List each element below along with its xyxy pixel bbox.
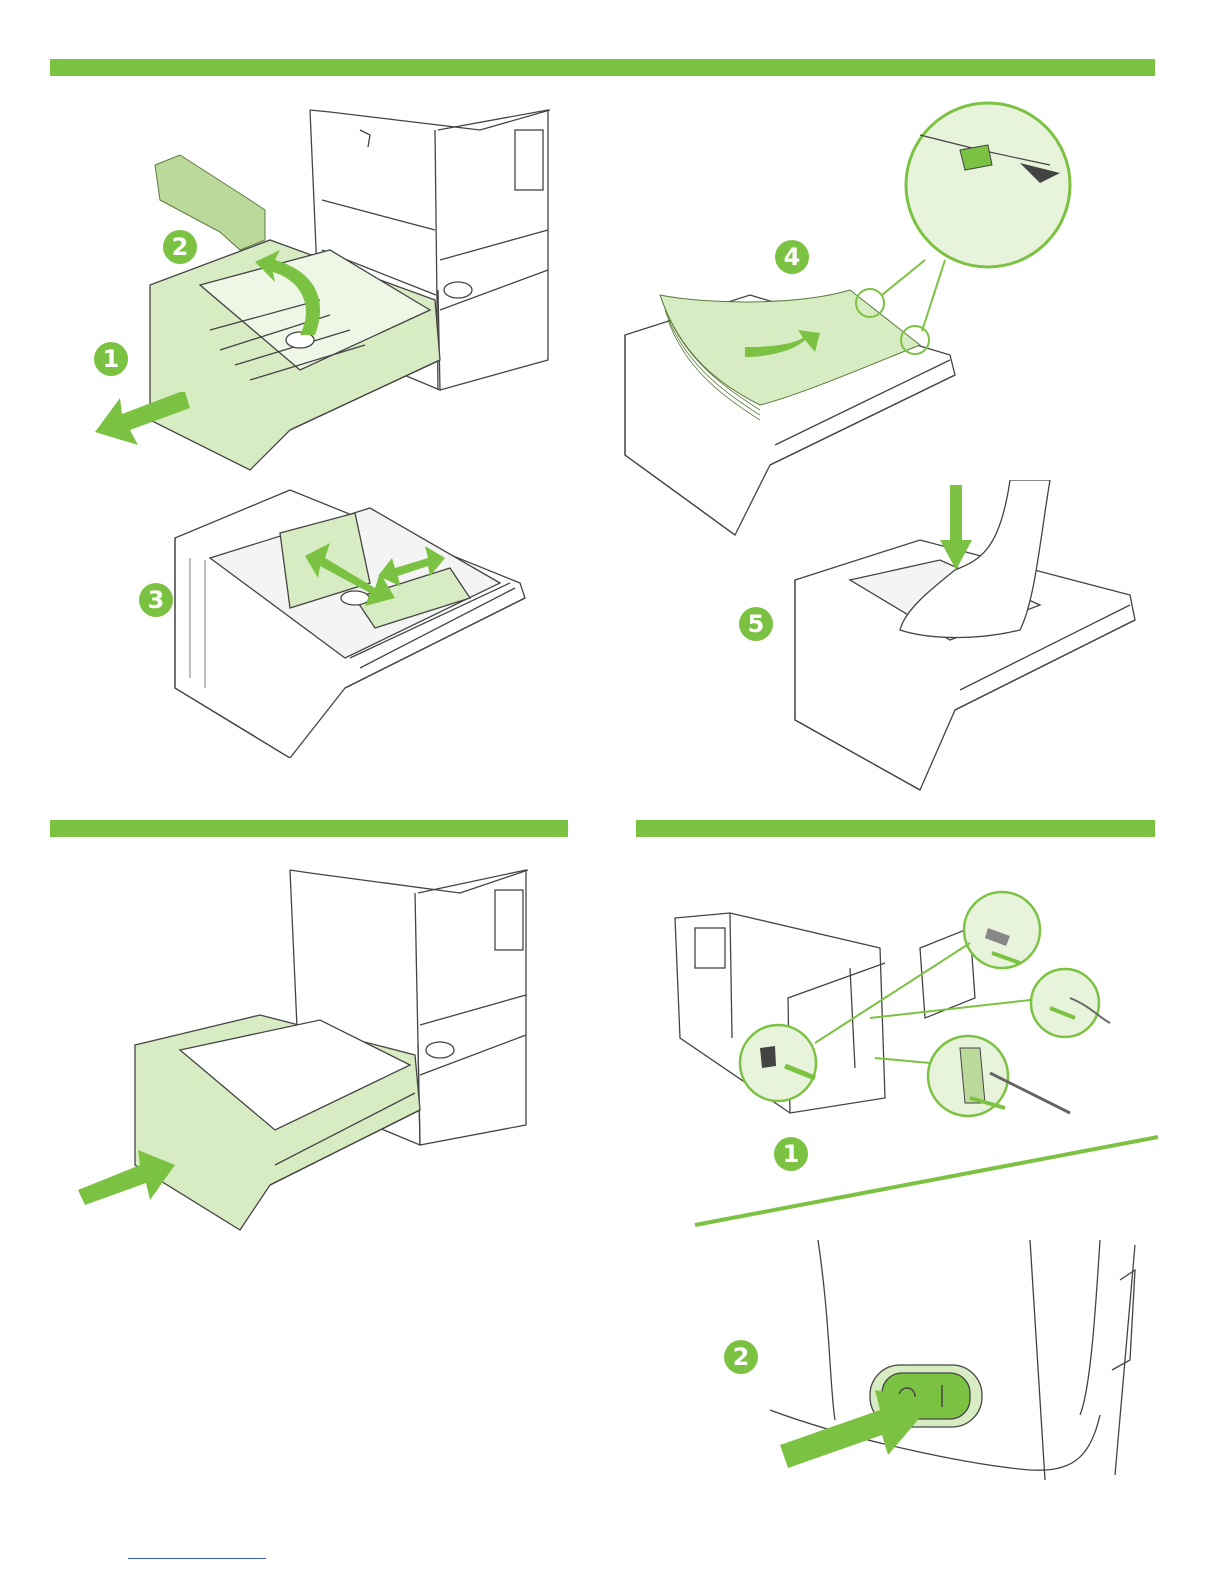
step-badge-5: 5: [739, 607, 773, 641]
illustration-close-tray: [70, 865, 540, 1245]
illustration-tray-pull: [60, 100, 560, 480]
arrow-push-icon: [780, 1390, 935, 1468]
illustration-power-switch: [770, 1240, 1150, 1480]
illustration-connect-cables: [670, 888, 1120, 1128]
step-divider: [690, 1130, 1160, 1230]
step-badge-2: 2: [163, 230, 197, 264]
illustration-adjust-guides: [170, 488, 530, 758]
section-bar-close-tray: [50, 820, 568, 837]
section-bar-load-tray: [50, 59, 1155, 76]
network-icon: [760, 1046, 776, 1068]
illustration-load-paper: [620, 95, 1080, 545]
step-badge-1: 1: [94, 342, 128, 376]
power-step-badge-2: 2: [724, 1340, 758, 1374]
illustration-press-paper: [790, 480, 1140, 800]
footer-link-underline[interactable]: [128, 1556, 266, 1559]
section-bar-connect-power: [636, 820, 1155, 837]
step-badge-4: 4: [775, 240, 809, 274]
step-badge-3: 3: [139, 583, 173, 617]
